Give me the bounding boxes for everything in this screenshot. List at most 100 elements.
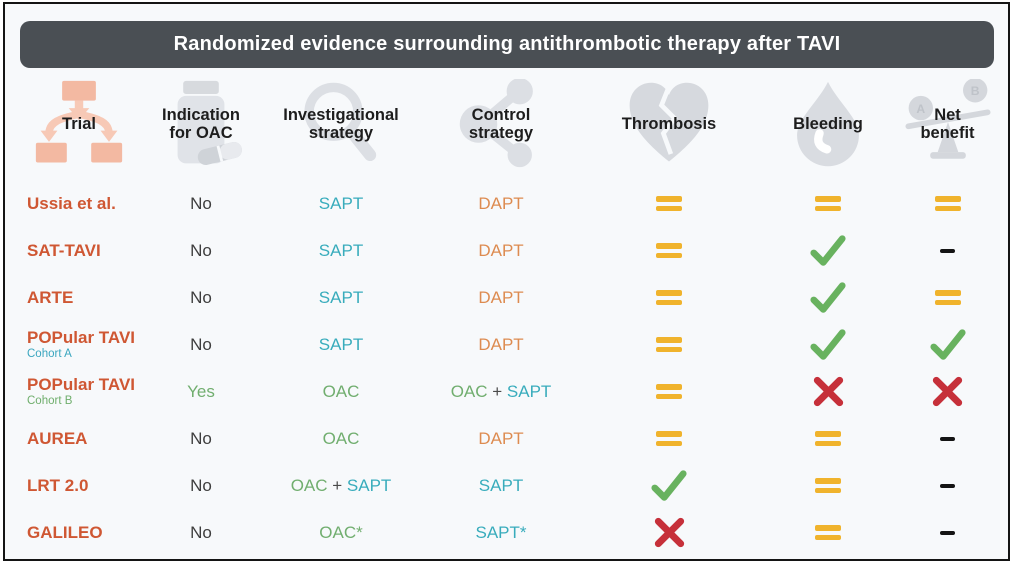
value-text: SAPT* (475, 522, 527, 542)
page-title: Randomized evidence surrounding antithro… (173, 33, 841, 55)
trial-name: SAT-TAVI (27, 240, 101, 260)
check-icon (929, 328, 966, 360)
trial-name: POPular TAVI (27, 375, 136, 395)
equal-icon (815, 431, 841, 446)
trial-cell: AUREA (13, 415, 145, 462)
column-label: Indication for OAC (162, 106, 240, 143)
thrombosis-cell (577, 462, 761, 509)
column-label-line: Investigational (283, 105, 399, 124)
trial-name: LRT 2.0 (27, 475, 89, 495)
check-icon (810, 328, 846, 360)
column-label-line: Bleeding (793, 114, 863, 133)
control-strategy-cell: SAPT (425, 462, 577, 509)
equal-icon (656, 290, 682, 305)
bleeding-cell (761, 180, 895, 227)
equal-icon (656, 337, 682, 352)
trial-cell: GALILEO (13, 509, 145, 556)
investigational-strategy-cell: SAPT (257, 227, 425, 274)
investigational-strategy-cell: SAPT (257, 180, 425, 227)
column-label: Investigational strategy (283, 106, 399, 143)
value-text: SAPT (346, 475, 392, 495)
magnifier-icon (304, 82, 377, 162)
dash-icon (940, 483, 955, 488)
thrombosis-cell (577, 180, 761, 227)
trial-cell: LRT 2.0 (13, 462, 145, 509)
trial-cell: Ussia et al. (13, 180, 145, 227)
value-text: SAPT (318, 240, 364, 260)
control-strategy-cell: SAPT* (425, 509, 577, 556)
value-text: Yes (187, 381, 215, 401)
indication-cell: Yes (145, 368, 257, 415)
flowchart-icon (35, 80, 123, 163)
investigational-strategy-cell: SAPT (257, 321, 425, 368)
value-text: OAC* (319, 522, 363, 542)
check-icon (810, 281, 846, 313)
column-label-line: strategy (308, 124, 374, 142)
bleeding-cell (761, 462, 895, 509)
equal-icon (656, 243, 682, 258)
cross-icon (932, 376, 963, 407)
value-text: No (190, 334, 212, 354)
column-label: Net benefit (920, 106, 974, 143)
value-text: OAC (322, 428, 360, 448)
dash-icon (940, 436, 955, 441)
title-bar: Randomized evidence surrounding antithro… (20, 21, 994, 68)
pill-bottle-icon (177, 80, 242, 166)
value-text: SAPT (318, 334, 364, 354)
column-header-indication: Indication for OAC (145, 68, 257, 180)
value-text: OAC (450, 381, 488, 401)
column-label-line: Trial (62, 114, 96, 133)
trial-name: ARTE (27, 287, 74, 307)
column-header-control: Control strategy (425, 68, 577, 180)
value-text: No (190, 522, 212, 542)
bleeding-cell (761, 274, 895, 321)
value-text: SAPT (318, 193, 364, 213)
check-icon (810, 234, 846, 266)
column-label-line: Thrombosis (621, 114, 717, 133)
value-text: No (190, 193, 212, 213)
svg-text:B: B (970, 84, 979, 98)
thrombosis-cell (577, 227, 761, 274)
bleeding-cell (761, 368, 895, 415)
column-label: Bleeding (793, 115, 863, 133)
droplet-icon (797, 81, 859, 167)
control-strategy-cell: DAPT (425, 180, 577, 227)
investigational-strategy-cell: OAC + SAPT (257, 462, 425, 509)
equal-icon (815, 478, 841, 493)
value-text: DAPT (478, 240, 524, 260)
thrombosis-cell (577, 509, 761, 556)
bleeding-cell (761, 321, 895, 368)
value-text: No (190, 287, 212, 307)
trial-name: GALILEO (27, 522, 103, 542)
equal-icon (815, 196, 841, 211)
value-text: + (327, 475, 347, 495)
value-text: DAPT (478, 334, 524, 354)
column-label-line: strategy (468, 124, 534, 142)
thrombosis-cell (577, 274, 761, 321)
investigational-strategy-cell: OAC (257, 368, 425, 415)
cohort-label: Cohort A (27, 347, 72, 360)
net-benefit-cell (895, 274, 1000, 321)
equal-icon (656, 384, 682, 399)
value-text: DAPT (478, 193, 524, 213)
thrombosis-cell (577, 368, 761, 415)
cross-icon (813, 376, 843, 407)
header-row: Trial Indication for OAC (13, 68, 1000, 180)
column-header-investigational: Investigational strategy (257, 68, 425, 180)
net-benefit-cell (895, 509, 1000, 556)
net-benefit-cell (895, 462, 1000, 509)
investigational-strategy-cell: OAC (257, 415, 425, 462)
trial-cell: ARTE (13, 274, 145, 321)
trial-name: AUREA (27, 428, 88, 448)
column-header-thrombosis: Thrombosis (577, 68, 761, 180)
value-text: No (190, 428, 212, 448)
value-text: No (190, 240, 212, 260)
indication-cell: No (145, 462, 257, 509)
equal-icon (656, 196, 682, 211)
column-header-bleeding: Bleeding (761, 68, 895, 180)
column-header-trial: Trial (13, 68, 145, 180)
control-strategy-cell: OAC + SAPT (425, 368, 577, 415)
